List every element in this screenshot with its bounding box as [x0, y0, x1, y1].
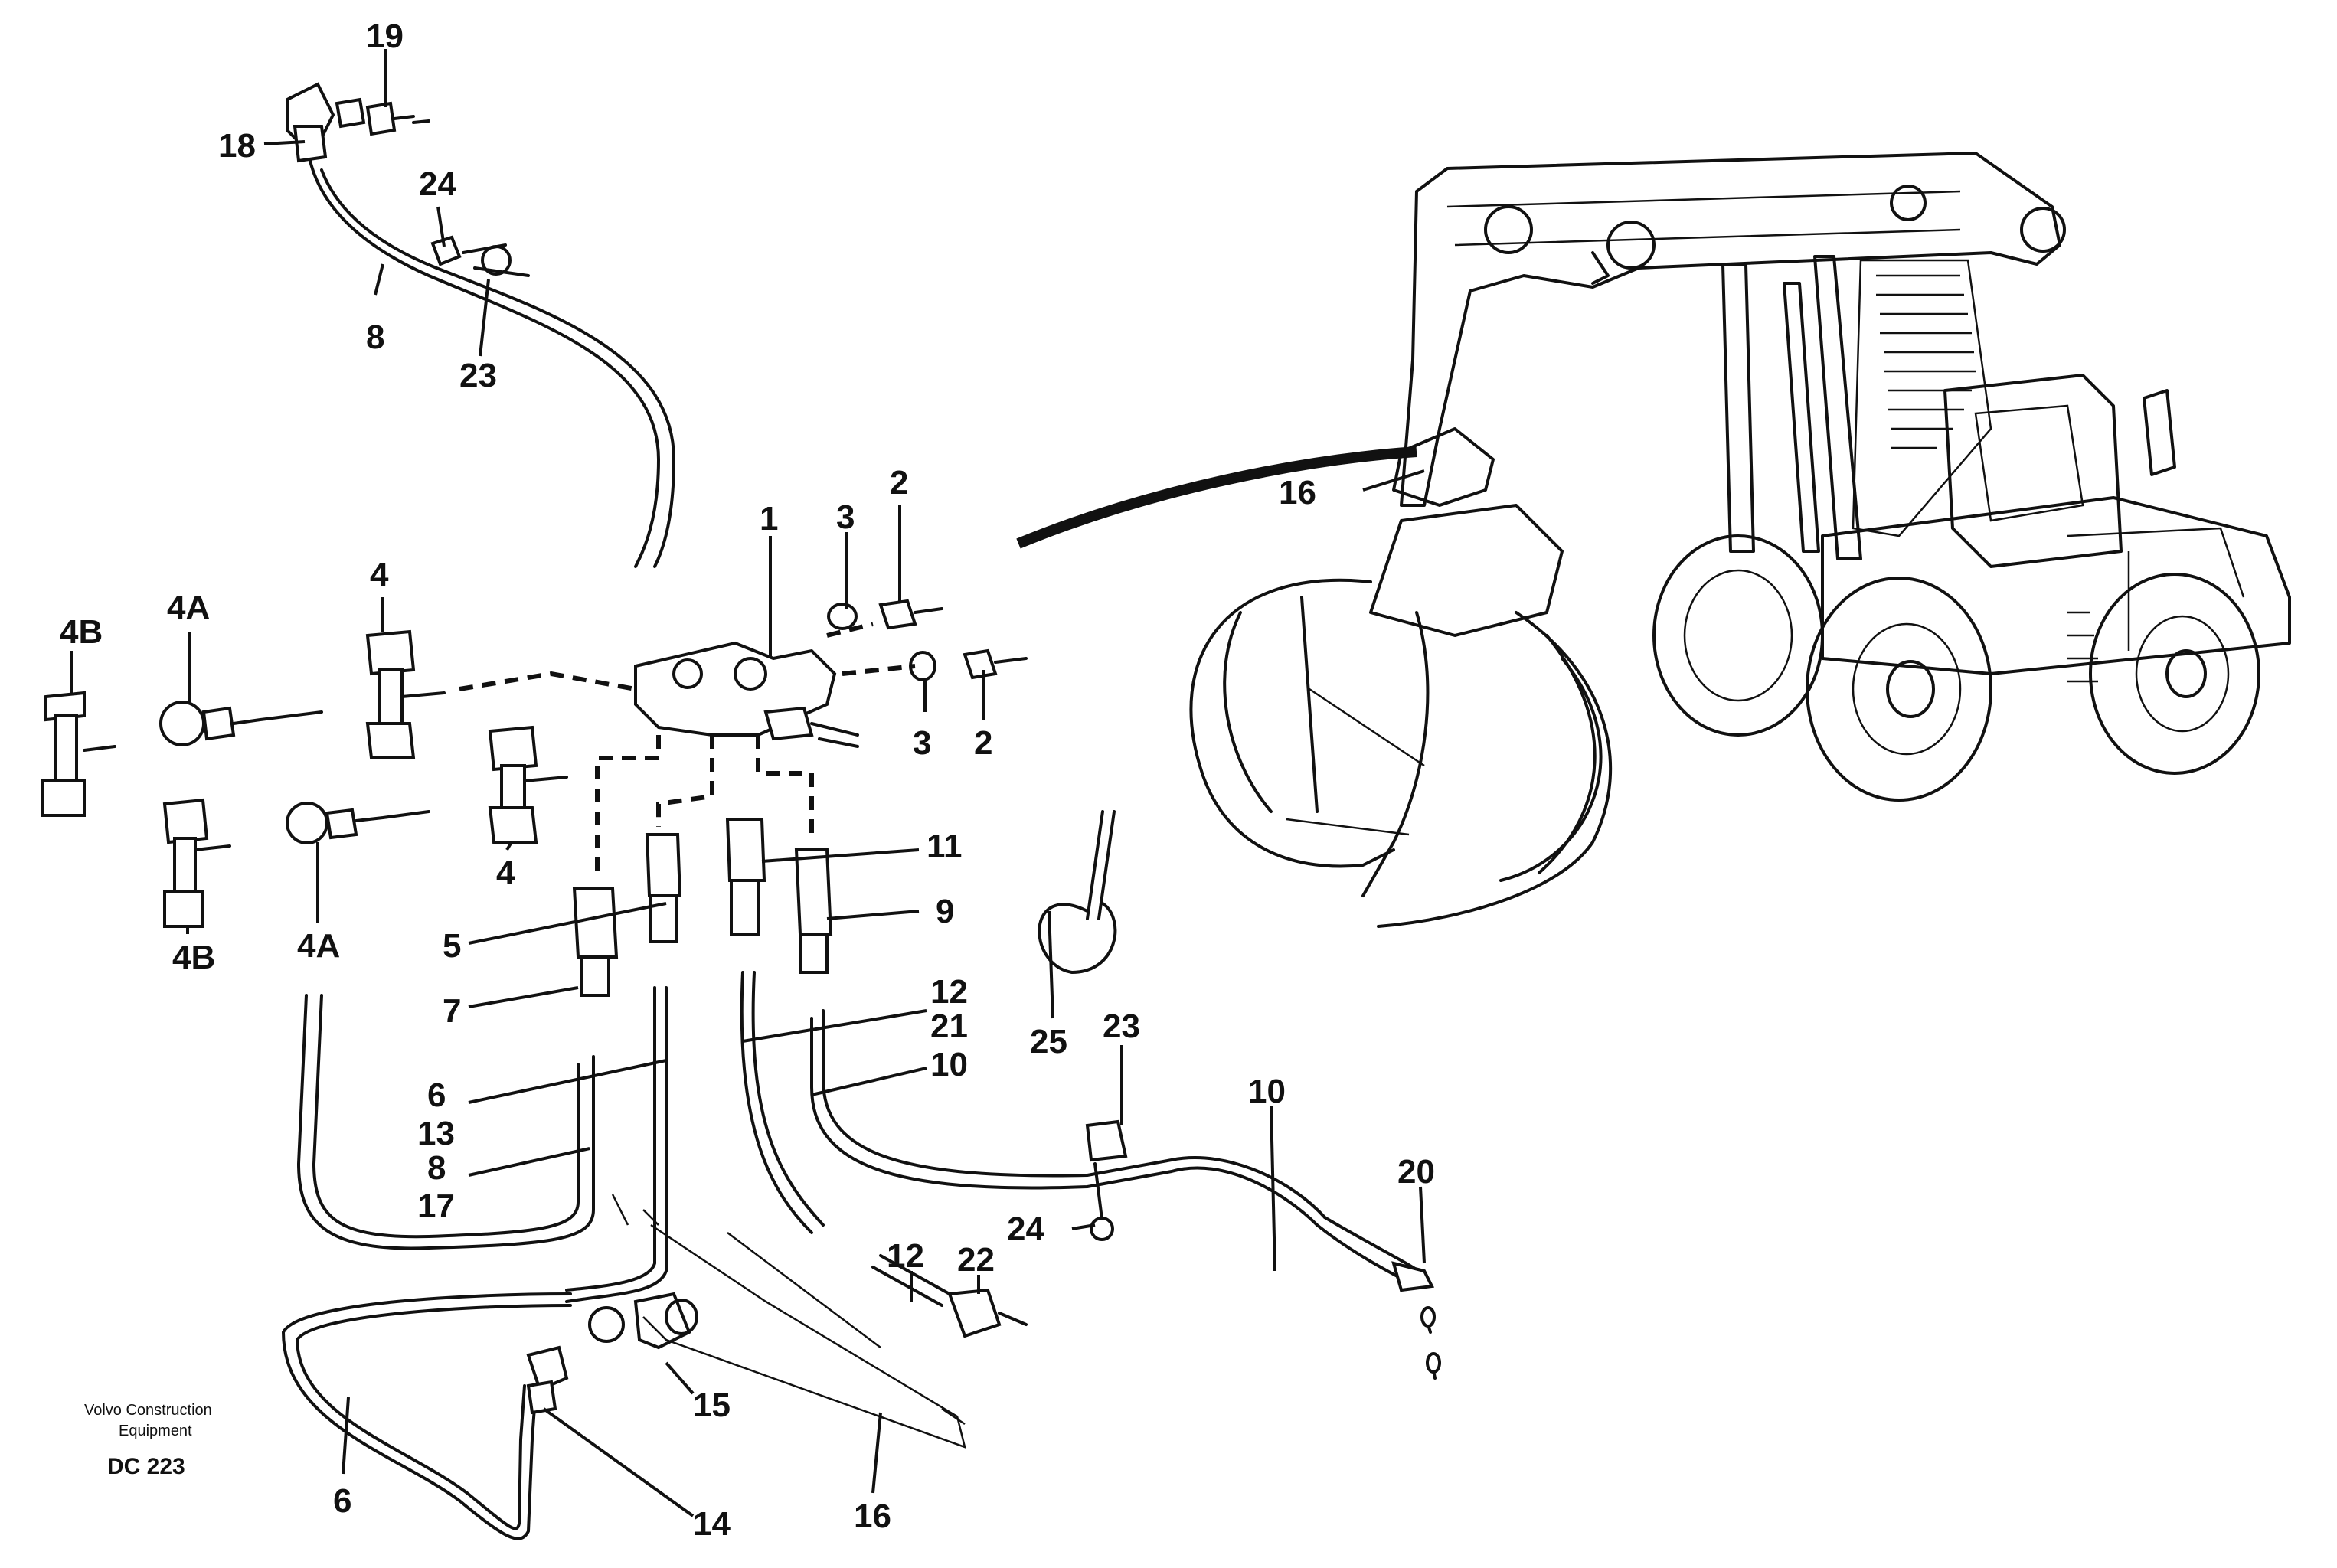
callout-10: 10 [930, 1046, 968, 1083]
lower-fittings [526, 810, 1441, 1415]
callout-3: 3 [913, 724, 931, 762]
callout-4a: 4A [167, 589, 210, 626]
callout-6: 6 [427, 1076, 446, 1114]
callout-9: 9 [936, 893, 954, 930]
callout-16: 16 [854, 1498, 891, 1535]
front-wheel-right [2089, 573, 2260, 775]
callout-labels: 19 18 24 8 23 1 3 2 3 2 4B 4A 4 4 4B 4A … [60, 18, 1435, 1543]
callout-1: 1 [760, 500, 778, 537]
top-hose-assembly [286, 82, 675, 568]
callout-10: 10 [1248, 1073, 1286, 1110]
callout-11: 11 [927, 828, 963, 865]
callout-21: 21 [930, 1008, 968, 1045]
hose-lines [282, 971, 1426, 1540]
callout-15: 15 [693, 1387, 731, 1424]
rear-wheel [1652, 534, 1824, 737]
callout-17: 17 [417, 1187, 455, 1225]
hose-fittings-group [572, 735, 833, 997]
callout-3: 3 [836, 498, 855, 536]
callout-7: 7 [443, 992, 461, 1030]
grapple-tines [1189, 578, 1613, 928]
callout-18: 18 [218, 127, 256, 165]
callout-13: 13 [417, 1115, 455, 1152]
callout-22: 22 [957, 1241, 995, 1279]
front-wheel-left [1806, 577, 1992, 802]
callout-25: 25 [1030, 1023, 1067, 1060]
credit-line-1: Volvo Construction [84, 1402, 212, 1419]
callout-23: 23 [1103, 1008, 1140, 1045]
support-bracket [611, 1194, 966, 1449]
callout-8: 8 [427, 1149, 446, 1187]
valve-block-assembly [41, 599, 1028, 928]
callout-4b: 4B [172, 939, 215, 976]
log-loader-machine [1016, 152, 2291, 928]
callout-4b: 4B [60, 613, 103, 651]
callout-4: 4 [496, 854, 515, 892]
publisher-credit: Volvo Construction Equipment DC 223 [84, 1402, 212, 1479]
callout-8: 8 [366, 318, 384, 356]
credit-line-2: Equipment [119, 1423, 192, 1439]
callout-5: 5 [443, 927, 461, 965]
callout-6: 6 [333, 1482, 351, 1520]
leader-lines [70, 49, 1426, 1517]
callout-2: 2 [890, 464, 908, 501]
callout-19: 19 [366, 18, 404, 55]
callout-20: 20 [1397, 1153, 1435, 1191]
callout-16: 16 [1279, 474, 1316, 511]
callout-24: 24 [419, 165, 456, 203]
callout-12: 12 [887, 1237, 924, 1275]
callout-24: 24 [1007, 1210, 1044, 1248]
callout-2: 2 [974, 724, 992, 762]
callout-4: 4 [370, 556, 389, 593]
callout-12: 12 [930, 973, 968, 1011]
callout-23: 23 [459, 357, 497, 394]
drawing-code: DC 223 [107, 1454, 185, 1479]
callout-14: 14 [693, 1505, 731, 1543]
callout-4a: 4A [297, 927, 340, 965]
